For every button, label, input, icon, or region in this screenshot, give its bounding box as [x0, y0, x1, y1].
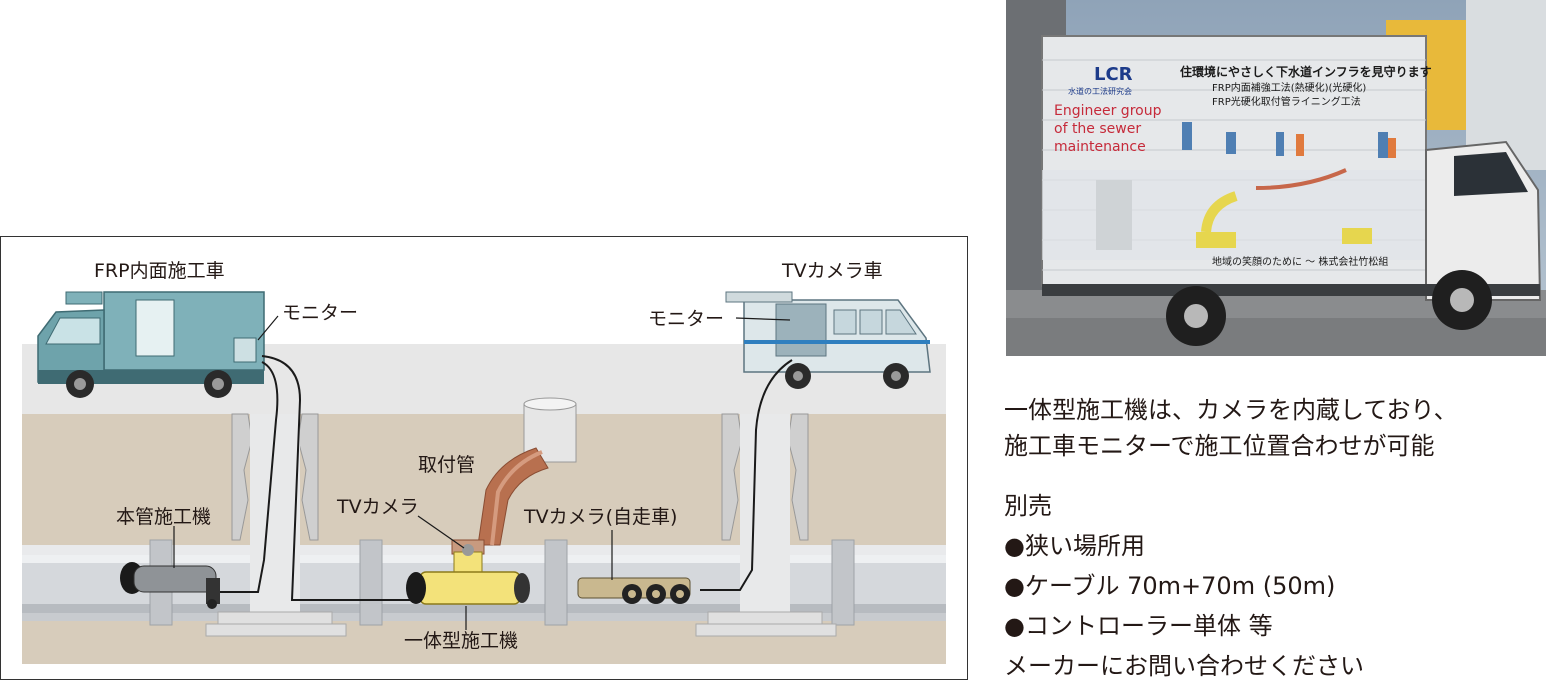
leader-lines: [173, 315, 791, 630]
label-tv-truck: TVカメラ車: [782, 260, 883, 282]
truck-slogan-3: maintenance: [1054, 139, 1146, 155]
contact-note: メーカーにお問い合わせください: [1004, 652, 1364, 680]
description-line-2: 施工車モニターで施工位置合わせが可能: [1004, 432, 1435, 460]
truck-logo-sub: 水道の工法研究会: [1068, 87, 1132, 96]
accessory-item-3: ●コントローラー単体 等: [1004, 612, 1273, 640]
sold-separately-heading: 別売: [1004, 492, 1052, 520]
label-frp-truck: FRP内面施工車: [94, 260, 225, 282]
label-integrated-machine: 一体型施工機: [404, 630, 519, 652]
truck-slogan-2: of the sewer: [1054, 121, 1142, 137]
manhole-right: [695, 413, 837, 637]
cables: [214, 355, 793, 601]
integrated-machine: [406, 544, 530, 605]
label-lateral-pipe: 取付管: [418, 454, 476, 476]
truck-footer: 地域の笑顔のために ～ 株式会社竹松組: [1212, 257, 1389, 268]
description-line-1: 一体型施工機は、カメラを内蔵しており、: [1004, 396, 1458, 424]
truck-method1: FRP内面補強工法(熱硬化)(光硬化): [1212, 83, 1367, 94]
tv-camera-van-illustration: [725, 291, 931, 389]
label-main-pipe-machine: 本管施工機: [116, 506, 212, 528]
truck-slogan-1: Engineer group: [1054, 103, 1162, 119]
label-monitor-right: モニター: [648, 308, 725, 330]
truck-logo: LCR: [1094, 64, 1133, 85]
manhole-left: [205, 413, 347, 637]
accessory-item-1: ●狭い場所用: [1004, 532, 1145, 560]
truck-photo-graphic: [1006, 0, 1546, 356]
sewer-diagram: [22, 291, 946, 664]
tv-camera-robot: [577, 577, 691, 604]
truck-headline: 住環境にやさしく下水道インフラを見守ります: [1180, 65, 1432, 79]
label-monitor-left: モニター: [282, 302, 359, 324]
accessory-item-2: ●ケーブル 70m+70m (50m): [1004, 572, 1336, 600]
truck-method2: FRP光硬化取付管ライニング工法: [1212, 97, 1361, 108]
main-pipe-machine: [120, 562, 220, 609]
truck-photo: LCR 水道の工法研究会 住環境にやさしく下水道インフラを見守ります FRP内面…: [1006, 0, 1546, 356]
frp-truck-illustration: [37, 291, 265, 398]
label-tv-camera: TVカメラ: [337, 496, 419, 518]
diagram-frame: [0, 236, 968, 680]
label-tv-camera-self: TVカメラ(自走車): [524, 506, 678, 528]
